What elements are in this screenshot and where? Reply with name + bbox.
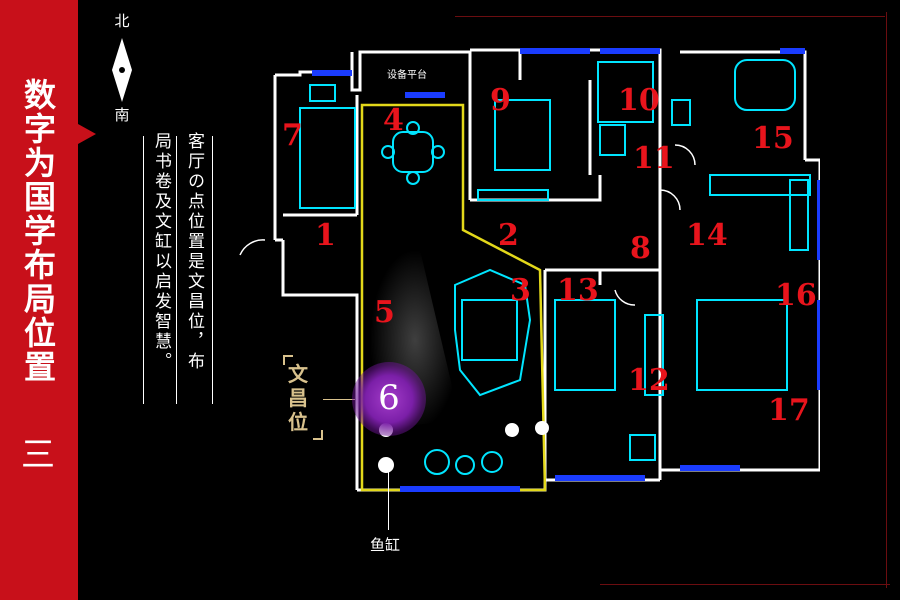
room-number: 2 bbox=[498, 218, 519, 253]
wardrobe-14b bbox=[789, 179, 809, 251]
compass: 北 南 bbox=[104, 10, 140, 125]
room-number: 7 bbox=[282, 118, 303, 153]
bed-left bbox=[299, 107, 356, 209]
sink-master bbox=[671, 99, 691, 126]
room-number: 17 bbox=[768, 393, 810, 428]
room-number: 10 bbox=[618, 83, 660, 118]
dining-table bbox=[392, 131, 434, 173]
floor-plan: 设备平台 1 2 3 4 5 7 8 9 10 11 12 13 14 15 1… bbox=[239, 48, 820, 492]
wall-inner-3 bbox=[598, 270, 662, 480]
dining-chair bbox=[381, 145, 395, 159]
window-strip bbox=[817, 180, 820, 260]
quote-rule-middle bbox=[176, 136, 177, 404]
compass-needle-icon bbox=[112, 38, 132, 102]
room-number: 14 bbox=[686, 218, 728, 253]
wall-inner-2 bbox=[543, 60, 662, 490]
wenchang-spot-number: 6 bbox=[378, 378, 400, 418]
balcony-label: 设备平台 bbox=[387, 68, 427, 81]
tv-console bbox=[461, 299, 518, 361]
window-strip bbox=[780, 48, 805, 54]
door-arc bbox=[674, 144, 696, 166]
window-strip bbox=[600, 48, 660, 54]
dining-chair bbox=[431, 145, 445, 159]
living-room-zone bbox=[360, 103, 547, 492]
room-number: 8 bbox=[630, 231, 651, 266]
wall-outline-left bbox=[273, 70, 359, 490]
bed-room-9 bbox=[494, 99, 551, 171]
wall-inner-4 bbox=[283, 95, 359, 217]
room-number: 3 bbox=[510, 273, 531, 308]
room-number: 16 bbox=[775, 278, 817, 313]
room-number: 9 bbox=[490, 83, 511, 118]
window-strip bbox=[520, 48, 590, 54]
wall-outline-right bbox=[658, 158, 820, 480]
wardrobe-14 bbox=[709, 174, 811, 196]
dining-chair bbox=[406, 121, 420, 135]
coffee-table bbox=[424, 449, 450, 475]
label-bracket-top-left bbox=[283, 355, 293, 365]
room-number: 5 bbox=[374, 295, 395, 330]
plant-icon bbox=[505, 423, 519, 437]
cabinet-lower bbox=[629, 434, 656, 461]
bed-master bbox=[696, 299, 788, 391]
window-strip bbox=[312, 70, 352, 76]
wardrobe-room-9 bbox=[477, 189, 549, 201]
room-number: 11 bbox=[633, 141, 675, 176]
compass-north-label: 北 bbox=[114, 12, 130, 30]
quote-column-2: 局书卷及文缸以启发智慧。 bbox=[151, 132, 171, 372]
frame-right-line bbox=[886, 12, 887, 588]
sidebar-decoration-mark: 三 bbox=[21, 435, 55, 475]
window-strip bbox=[555, 475, 645, 481]
plant-icon bbox=[535, 421, 549, 435]
label-leader-line bbox=[323, 399, 355, 400]
window-strip bbox=[405, 92, 445, 98]
coffee-table bbox=[481, 451, 503, 473]
dining-chair bbox=[406, 171, 420, 185]
sofa-set bbox=[454, 268, 532, 397]
sidebar-arrow-icon bbox=[78, 124, 96, 144]
compass-south-label: 南 bbox=[114, 106, 130, 124]
frame-top-line bbox=[455, 16, 885, 17]
room-number: 15 bbox=[752, 121, 794, 156]
bathtub bbox=[734, 59, 796, 111]
quote-rule-right bbox=[212, 136, 213, 404]
toilet-room-11 bbox=[599, 124, 626, 156]
window-strip bbox=[817, 300, 820, 390]
room-number: 13 bbox=[557, 273, 599, 308]
fish-tank-leader-line bbox=[388, 468, 389, 530]
door-arc bbox=[239, 239, 266, 256]
cabinet-left bbox=[309, 84, 336, 102]
wenchang-label: 文昌位 bbox=[288, 362, 308, 434]
plant-icon bbox=[378, 457, 394, 473]
window-strip bbox=[400, 486, 520, 492]
door-arc bbox=[614, 289, 636, 306]
fish-tank-label: 鱼缸 bbox=[370, 536, 401, 554]
frame-bottom-line bbox=[600, 584, 890, 585]
coffee-table bbox=[455, 455, 475, 475]
wardrobe-room-12 bbox=[644, 314, 664, 396]
room-number: 12 bbox=[628, 363, 670, 398]
kitchen-counter bbox=[597, 61, 654, 123]
wenchang-spot-marker bbox=[352, 362, 426, 436]
quote-column-1: 客厅の点位置是文昌位，布 bbox=[184, 132, 204, 372]
sidebar-red-panel: 数字为国学布局位置 三 bbox=[0, 0, 78, 600]
room-number: 1 bbox=[315, 218, 336, 253]
window-strip bbox=[680, 465, 740, 471]
sidebar-title: 数字为国学布局位置 bbox=[19, 78, 57, 384]
door-arc bbox=[659, 189, 681, 211]
quote-rule-left bbox=[143, 136, 144, 404]
bed-room-12 bbox=[554, 299, 616, 391]
room-number: 4 bbox=[383, 103, 404, 138]
label-bracket-bottom-right bbox=[313, 430, 323, 440]
